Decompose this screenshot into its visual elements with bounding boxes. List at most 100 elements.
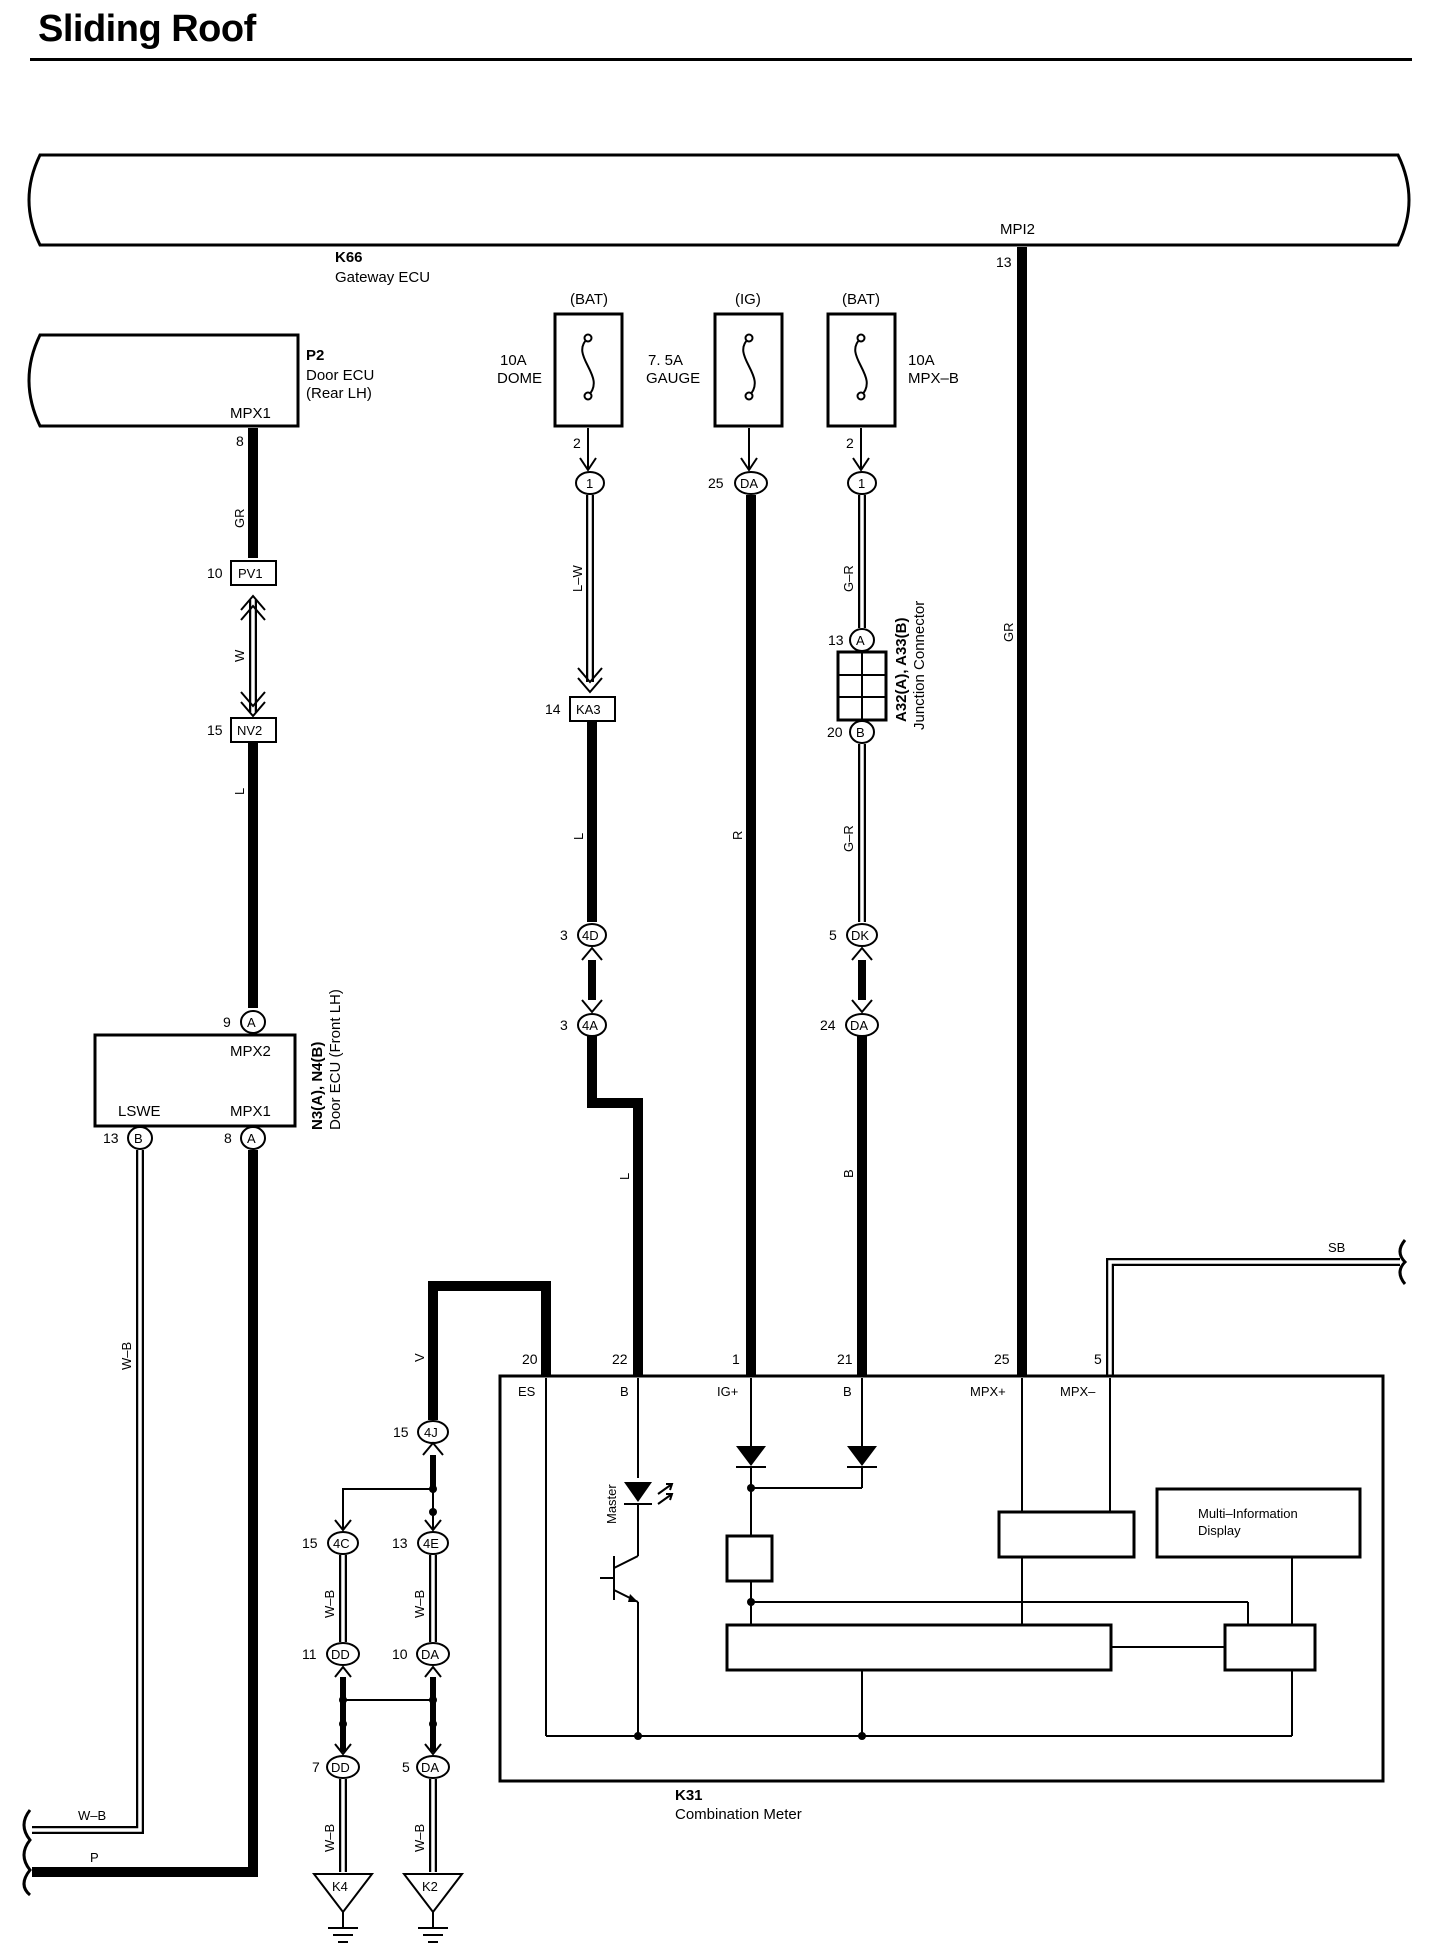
meter-name: Combination Meter <box>675 1806 802 1823</box>
connector-na <box>240 1010 266 1034</box>
meter-terminal-mpxp: MPX+ <box>970 1384 1006 1399</box>
meter-pin-21: 21 <box>837 1351 853 1367</box>
ground-k4-label: K4 <box>332 1879 348 1894</box>
connector-da3 <box>416 1642 450 1666</box>
ground-k4: K4 <box>311 1873 375 1943</box>
fuse-mpxb-name: MPX–B <box>908 370 959 387</box>
meter-terminal-b1: B <box>620 1384 629 1399</box>
meter-pin-20: 20 <box>522 1351 538 1367</box>
diode-b-icon <box>847 1446 877 1466</box>
pin-20a: 20 <box>827 724 843 740</box>
connector-da2-label: DA <box>850 1018 868 1033</box>
connector-nv2 <box>230 717 277 743</box>
connector-1b-label: 1 <box>858 476 865 491</box>
meter-terminal-b2: B <box>843 1384 852 1399</box>
wire-wb2: W–B <box>412 1590 427 1618</box>
meter-terminal-mpxm: MPX– <box>1060 1384 1096 1399</box>
wire-sb-label: SB <box>1328 1240 1345 1255</box>
connector-jb-label: B <box>856 725 865 740</box>
connector-dd1 <box>326 1642 360 1666</box>
wire-l-dome: L <box>571 833 586 840</box>
pin-8a: 8 <box>236 433 244 449</box>
wire-gr-mpxb: G–R <box>841 565 856 592</box>
wire-v: V <box>412 1353 427 1362</box>
cpu-block <box>725 1623 1113 1672</box>
connector-da4 <box>416 1755 450 1779</box>
pin-14: 14 <box>545 701 561 717</box>
wire-wb-main: W–B <box>119 1342 134 1370</box>
door-front-terminal-top: MPX2 <box>230 1043 271 1060</box>
fuse-mpxb: (BAT) 10A MPX–B <box>826 291 959 428</box>
junction-name: Junction Connector <box>911 601 928 730</box>
meter-terminal-ig: IG+ <box>717 1384 738 1399</box>
master-lamp-icon <box>624 1482 652 1502</box>
connector-da-gauge-label: DA <box>740 476 758 491</box>
connector-nb <box>127 1126 153 1150</box>
wire-wb4: W–B <box>412 1824 427 1852</box>
wire-mpxb: 2 1 G–R A 13 A32(A), A33(B) Junction Con… <box>820 428 928 1376</box>
door-ecu-rear: P2 Door ECU (Rear LH) MPX1 <box>27 333 374 428</box>
connector-4j-label: 4J <box>424 1425 438 1440</box>
connector-4c <box>327 1531 359 1555</box>
mid-label-2: Display <box>1198 1523 1241 1538</box>
wire-l-rear: L <box>232 788 247 795</box>
wire-wb3: W–B <box>322 1824 337 1852</box>
connector-dk-label: DK <box>851 928 869 943</box>
fuse-gauge-source: (IG) <box>735 291 761 308</box>
wire-r-gauge: R <box>730 831 745 840</box>
wire-wb1: W–B <box>322 1590 337 1618</box>
gateway-terminal: MPI2 <box>1000 221 1035 238</box>
connector-1a-label: 1 <box>586 476 593 491</box>
wire-es-ground: V 4J 15 4C 15 4E 13 W–B W–B DD 11 DA 10 <box>302 1281 551 1943</box>
meter-terminal-es: ES <box>518 1384 536 1399</box>
wire-lw: L–W <box>570 565 585 592</box>
fuse-gauge: (IG) 7. 5A GAUGE <box>646 291 784 428</box>
fuse-dome-rating: 10A <box>500 352 527 369</box>
wire-gr-mpxb2: G–R <box>841 825 856 852</box>
ground-k2-label: K2 <box>422 1879 438 1894</box>
connector-na-label: A <box>247 1015 256 1030</box>
connector-pv1 <box>230 560 277 586</box>
meter-pin-1: 1 <box>732 1351 740 1367</box>
wire-p-bottom: P <box>90 1850 99 1865</box>
connector-dd2 <box>326 1755 360 1779</box>
pin-13c: 13 <box>996 254 1012 270</box>
pin-25a: 25 <box>708 475 724 491</box>
wire-l-dome2: L <box>617 1173 632 1180</box>
mid-label-1: Multi–Information <box>1198 1506 1298 1521</box>
fuse-mpxb-rating: 10A <box>908 352 935 369</box>
connector-4d-label: 4D <box>582 928 599 943</box>
junction-connector: A32(A), A33(B) Junction Connector <box>836 601 928 730</box>
pin-5a: 5 <box>829 927 837 943</box>
pin-24: 24 <box>820 1017 836 1033</box>
pin-15b: 15 <box>393 1424 409 1440</box>
wire-door-rear: 8 GR W L PV1 10 NV2 15 <box>207 428 277 1008</box>
display-driver-block <box>1223 1623 1317 1672</box>
wire-gateway: 13 GR <box>996 247 1027 1376</box>
connector-ja-label: A <box>856 633 865 648</box>
door-rear-name2: (Rear LH) <box>306 385 372 402</box>
pin-10b: 10 <box>392 1646 408 1662</box>
pin-5b: 5 <box>402 1759 410 1775</box>
combination-meter: 20 22 1 21 25 5 ES B IG+ B MPX+ MPX– K31… <box>498 1351 1385 1823</box>
connector-1a <box>575 471 605 495</box>
connector-nb-label: B <box>134 1131 143 1146</box>
fuse-dome: (BAT) 10A DOME <box>497 291 624 428</box>
connector-nv2-label: NV2 <box>237 723 262 738</box>
pin-2b: 2 <box>846 435 854 451</box>
pin-8b: 8 <box>224 1130 232 1146</box>
pin-13b: 13 <box>828 632 844 648</box>
title-rule <box>30 58 1412 61</box>
connector-4d <box>577 923 607 947</box>
wire-gr-gateway: GR <box>1001 623 1016 643</box>
gateway-code: K66 <box>335 249 363 266</box>
diode-ig-icon <box>736 1446 766 1466</box>
fuse-mpxb-source: (BAT) <box>842 291 880 308</box>
connector-4a-label: 4A <box>582 1018 598 1033</box>
door-rear-code: P2 <box>306 347 324 364</box>
pin-7: 7 <box>312 1759 320 1775</box>
pin-13a: 13 <box>103 1130 119 1146</box>
wire-w-rear: W <box>232 649 247 662</box>
gateway-ecu: K66 Gateway ECU MPI2 <box>27 153 1411 286</box>
